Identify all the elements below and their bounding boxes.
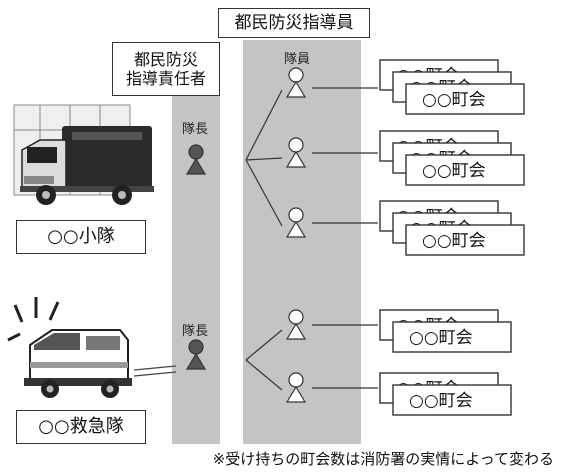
town-stack-1: ○○町会○○町会○○町会 — [379, 59, 525, 115]
member-label: 隊員 — [284, 52, 311, 67]
fire-truck-illustration — [20, 126, 154, 205]
town-stack-4: ○○町会○○町会 — [379, 309, 512, 353]
leader-icon-2 — [185, 339, 207, 370]
town-label: ○○町会 — [422, 90, 486, 110]
unit-ambulance-box: ○○救急隊 — [16, 410, 146, 444]
town-label: ○○町会 — [409, 328, 473, 348]
leader-label-1: 隊長 — [182, 122, 209, 137]
town-stack-2: ○○町会○○町会○○町会 — [379, 130, 525, 186]
town-stack-5: ○○町会○○町会 — [379, 372, 512, 416]
unit-small-box: ○○小隊 — [16, 220, 146, 254]
member-icon-3 — [285, 207, 307, 238]
town-stack-3: ○○町会○○町会○○町会 — [379, 200, 525, 256]
town-label: ○○町会 — [409, 391, 473, 411]
ambulance-illustration — [7, 297, 177, 398]
town-label: ○○町会 — [422, 231, 486, 251]
member-icon-2 — [285, 137, 307, 168]
town-connectors — [312, 87, 378, 389]
header-instructor-leader: 都民防災 指導責任者 — [112, 42, 220, 96]
leader-icon-1 — [185, 144, 207, 175]
member-icon-4 — [285, 309, 307, 340]
leader-label-2: 隊長 — [182, 324, 209, 339]
header-disaster-instructor: 都民防災指導員 — [218, 8, 370, 38]
town-label: ○○町会 — [422, 161, 486, 181]
footnote: ※受け持ちの町会数は消防署の実情によって変わる — [212, 450, 554, 468]
member-icon-5 — [285, 372, 307, 403]
connector-lines — [245, 89, 283, 391]
member-icon-1 — [285, 67, 307, 98]
